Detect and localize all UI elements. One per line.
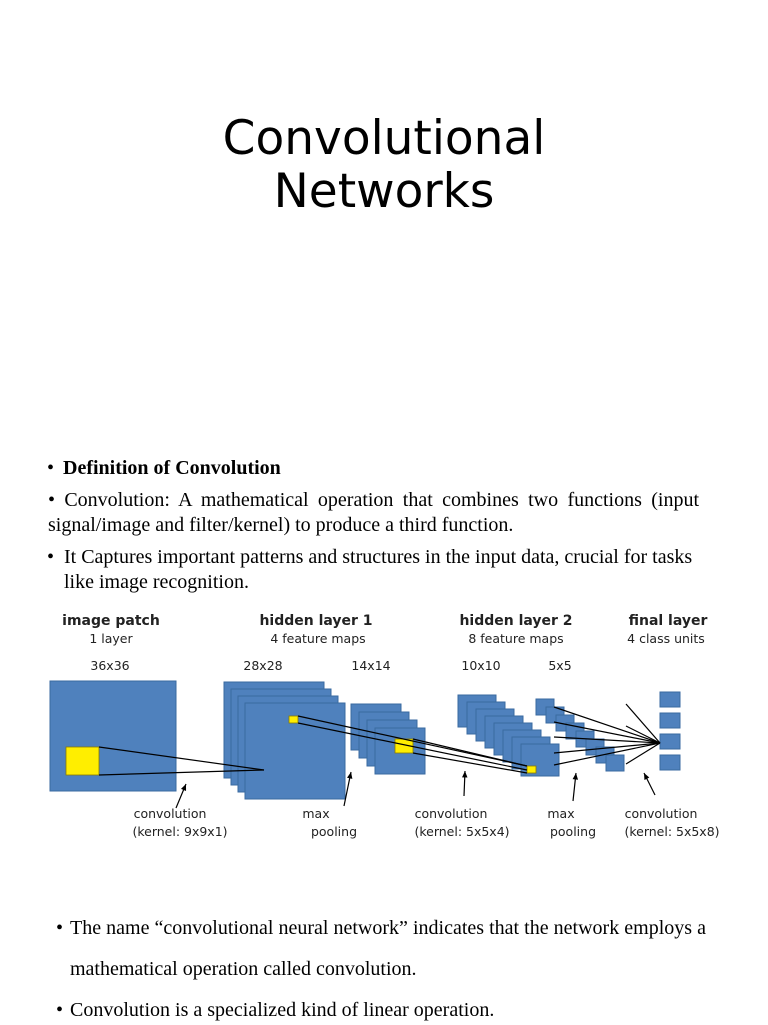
conv3-connection-line	[553, 742, 661, 754]
conv1-connection-line	[98, 746, 265, 771]
bullet-definition: • Definition of Convolution	[47, 456, 281, 481]
pool2-arrow-head	[572, 773, 579, 780]
size-labels: 36x36 28x28 14x14 10x10 5x5	[90, 658, 571, 673]
op-conv3-detail: (kernel: 5x5x8)	[624, 824, 719, 839]
bullet-marker: •	[47, 546, 55, 568]
operation-labels: convolution (kernel: 9x9x1) max pooling …	[132, 806, 719, 839]
hidden2-pooled-map	[605, 754, 625, 772]
stage-subtitle-final-layer: 4 class units	[627, 631, 705, 646]
final-class-unit	[659, 754, 681, 771]
cnn-name-text: The name “convolutional neural network” …	[70, 917, 706, 980]
slide-title: Convolutional Networks	[0, 112, 768, 218]
op-pool2-detail: pooling	[550, 824, 596, 839]
final-class-unit	[659, 733, 681, 750]
title-line-2: Networks	[273, 164, 495, 219]
conv3-connection-line	[553, 706, 661, 744]
op-pool1-detail: pooling	[311, 824, 357, 839]
size-label-28x28: 28x28	[243, 658, 282, 673]
size-label-14x14: 14x14	[351, 658, 390, 673]
bullet-marker: •	[56, 999, 64, 1021]
stage-headers: image patch 1 layer hidden layer 1 4 fea…	[62, 613, 707, 646]
cnn-architecture-diagram: image patch 1 layer hidden layer 1 4 fea…	[46, 600, 736, 860]
conv1-arrow-head	[181, 784, 187, 791]
op-pool1-name: max	[302, 806, 329, 821]
input-receptive-field	[65, 746, 100, 776]
conv2-connection-line	[412, 738, 528, 767]
size-label-5x5: 5x5	[548, 658, 571, 673]
stage-subtitle-image-patch: 1 layer	[89, 631, 133, 646]
bullet-captures: • It Captures important patterns and str…	[47, 545, 699, 595]
conv2-connection-line	[297, 722, 528, 771]
conv2-connection-line	[297, 715, 528, 767]
conv3-connection-line	[553, 736, 661, 744]
title-line-1: Convolutional	[222, 111, 546, 166]
conv1-connection-line	[98, 769, 265, 776]
definition-heading: Definition of Convolution	[63, 457, 281, 479]
bullet-linear-operation: • Convolution is a specialized kind of li…	[56, 995, 494, 1025]
stage-title-final-layer: final layer	[629, 613, 708, 629]
conv2-connection-line	[412, 752, 528, 774]
conv3-arrow-head	[644, 773, 650, 780]
final-class-unit	[659, 712, 681, 729]
op-conv1-detail: (kernel: 9x9x1)	[132, 824, 227, 839]
conv3-connection-line	[553, 742, 661, 766]
diagram-shapes	[49, 680, 681, 809]
size-label-10x10: 10x10	[461, 658, 500, 673]
op-conv3-name: convolution	[625, 806, 698, 821]
final-class-unit	[659, 691, 681, 708]
bullet-cnn-name: • The name “convolutional neural network…	[56, 908, 706, 990]
hidden2-receptive-field	[526, 765, 537, 774]
op-pool2-name: max	[547, 806, 574, 821]
op-conv2-detail: (kernel: 5x5x4)	[414, 824, 509, 839]
op-conv2-name: convolution	[415, 806, 488, 821]
stage-title-hidden-layer-1: hidden layer 1	[259, 613, 372, 629]
captures-text: It Captures important patterns and struc…	[64, 546, 693, 593]
stage-title-hidden-layer-2: hidden layer 2	[459, 613, 572, 629]
linear-operation-text: Convolution is a specialized kind of lin…	[70, 999, 495, 1021]
conv2-arrow-head	[462, 771, 468, 778]
stage-title-image-patch: image patch	[62, 613, 160, 629]
bullet-marker: •	[47, 457, 55, 479]
size-label-36x36: 36x36	[90, 658, 129, 673]
pool1-arrow-head	[347, 772, 353, 779]
hidden1-receptive-field	[288, 715, 299, 724]
stage-subtitle-hidden-layer-2: 8 feature maps	[468, 631, 563, 646]
conv3-connection-line	[625, 703, 661, 744]
stage-subtitle-hidden-layer-1: 4 feature maps	[270, 631, 365, 646]
bullet-marker: •	[56, 917, 64, 939]
conv3-connection-line	[553, 721, 661, 744]
definition-text: • Convolution: A mathematical operation …	[48, 489, 699, 536]
conv3-connection-line	[625, 742, 661, 765]
op-conv1-name: convolution	[134, 806, 207, 821]
conv3-connection-line	[625, 725, 661, 744]
